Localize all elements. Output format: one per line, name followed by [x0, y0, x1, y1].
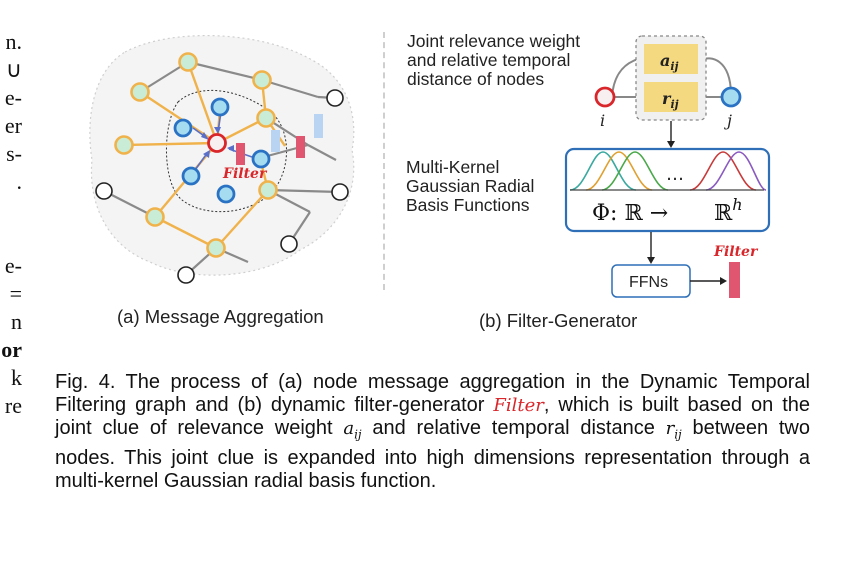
center-node	[207, 133, 227, 153]
message-aggregation-graph: Filter	[89, 34, 355, 284]
node-i	[594, 86, 616, 108]
left-column-fragments: n. ∪ e- er s- . e- = n or k re	[0, 28, 22, 420]
fragment: ∪	[5, 57, 22, 82]
joint-annotation: Joint relevance weight and relative temp…	[407, 32, 580, 89]
node-j	[720, 86, 742, 108]
light-filter-bar	[314, 114, 323, 138]
fragment: .	[16, 169, 23, 194]
fragment: e-	[4, 85, 22, 110]
joint-line: Joint relevance weight	[407, 31, 581, 51]
fragment: n.	[5, 29, 23, 54]
caption-filter-math: Filter	[493, 395, 544, 417]
fragment: or	[1, 337, 22, 362]
filter-label-a: Filter	[222, 166, 268, 182]
caption-a-math: aij	[343, 418, 362, 442]
fragment: re	[4, 393, 22, 418]
kernel-line: Basis Functions	[406, 195, 530, 215]
fragment: e-	[4, 253, 22, 278]
filter-bar	[236, 143, 245, 165]
fragment: k	[11, 365, 22, 390]
joint-line: distance of nodes	[407, 69, 545, 89]
caption-text: , which is built based on the joint clue…	[55, 394, 811, 440]
caption-text: and relative temporal distance	[361, 417, 666, 440]
filter-label-b: Filter	[713, 244, 759, 260]
kernel-annotation: Multi-Kernel Gaussian Radial Basis Funct…	[406, 158, 534, 215]
panel-b-label: (b) Filter-Generator	[479, 310, 638, 331]
r-ij-label: rij	[662, 89, 679, 111]
fragment: n	[11, 309, 22, 334]
a-ij-label: aij	[660, 51, 679, 73]
caption-text: between two nodes. This joint clue is ex…	[55, 417, 810, 493]
node-i-label: i	[600, 111, 605, 130]
kernel-line: Multi-Kernel	[406, 157, 500, 177]
output-filter-bar	[729, 262, 740, 298]
ellipsis: …	[666, 164, 684, 185]
gaussian-kernels	[569, 151, 767, 191]
inner-region	[165, 90, 288, 213]
caption-r-math: rij	[665, 418, 682, 442]
joint-line: and relative temporal	[407, 50, 571, 70]
node-j-label: j	[724, 111, 732, 130]
filter-generator-diagram: aij rij i j … Φ: ℝ → ℝh FFNs Filter	[564, 35, 771, 298]
arrow-heads	[201, 127, 234, 158]
light-filter-bar	[271, 130, 280, 152]
a-ij-box	[644, 44, 698, 74]
figure-caption: Fig. 4. The process of (a) node message …	[55, 371, 810, 494]
kernel-line: Gaussian Radial	[406, 176, 535, 196]
fragment: er	[4, 113, 22, 138]
ffn-label: FFNs	[629, 274, 668, 291]
fragment: s-	[6, 141, 22, 166]
r-ij-box	[644, 82, 698, 112]
blue-nodes	[173, 97, 271, 204]
outer-nodes	[95, 89, 349, 284]
filter-bar	[296, 136, 305, 158]
fragment: =	[9, 281, 22, 306]
phi-target: ℝh	[714, 195, 743, 226]
phi-formula: Φ: ℝ →	[592, 201, 668, 226]
caption-text: Fig. 4. The process of (a) node message …	[55, 371, 810, 417]
panel-a-label: (a) Message Aggregation	[117, 306, 324, 327]
panel-divider	[383, 32, 385, 290]
neighbor-nodes	[114, 52, 278, 258]
